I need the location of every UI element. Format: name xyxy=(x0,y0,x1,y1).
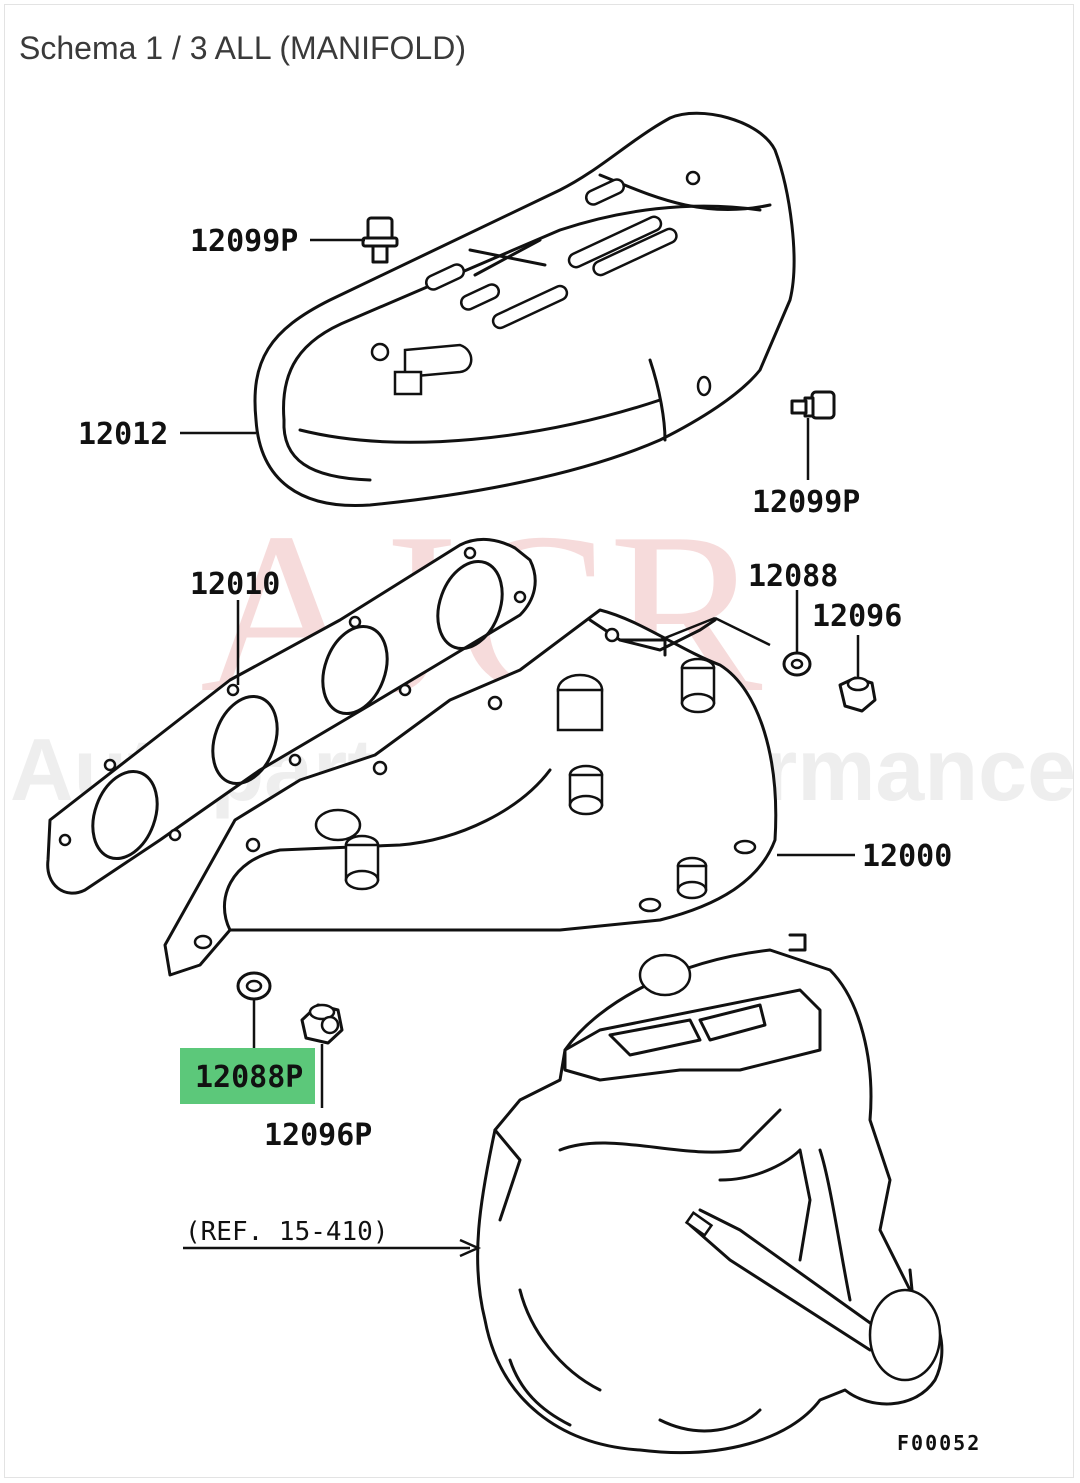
callout-12096[interactable]: 12096 xyxy=(812,599,902,634)
callout-12096p[interactable]: 12096P xyxy=(264,1118,372,1153)
washer-12088-right[interactable] xyxy=(782,651,812,677)
page-title: Schema 1 / 3 ALL (MANIFOLD) xyxy=(19,30,466,66)
diagram-code: F00052 xyxy=(897,1431,981,1455)
callout-12088p[interactable]: 12088P xyxy=(195,1060,303,1095)
bolt-12099p-right[interactable] xyxy=(790,390,836,420)
exhaust-manifold-part[interactable] xyxy=(163,608,778,977)
callout-12000[interactable]: 12000 xyxy=(862,839,952,874)
turbocharger-part[interactable] xyxy=(476,933,944,1454)
callout-12010[interactable]: 12010 xyxy=(190,567,280,602)
nut-12096p-bottom[interactable] xyxy=(300,1003,344,1045)
washer-12088p-bottom[interactable] xyxy=(236,971,272,1001)
callout-12099p-right[interactable]: 12099P xyxy=(752,485,860,520)
callout-12012[interactable]: 12012 xyxy=(78,417,168,452)
bolt-12099p-top[interactable] xyxy=(361,216,399,264)
part-highlight xyxy=(180,1048,315,1104)
callout-12099p-top[interactable]: 12099P xyxy=(190,224,298,259)
gasket-part[interactable] xyxy=(46,537,537,895)
page-frame xyxy=(4,4,1074,1478)
callout-turbo-ref[interactable]: (REF. 15-410) xyxy=(185,1217,389,1247)
heat-shield-part[interactable] xyxy=(253,111,796,508)
leader-lines xyxy=(180,238,860,1258)
nut-12096-right[interactable] xyxy=(838,676,877,713)
callout-12088[interactable]: 12088 xyxy=(748,559,838,594)
